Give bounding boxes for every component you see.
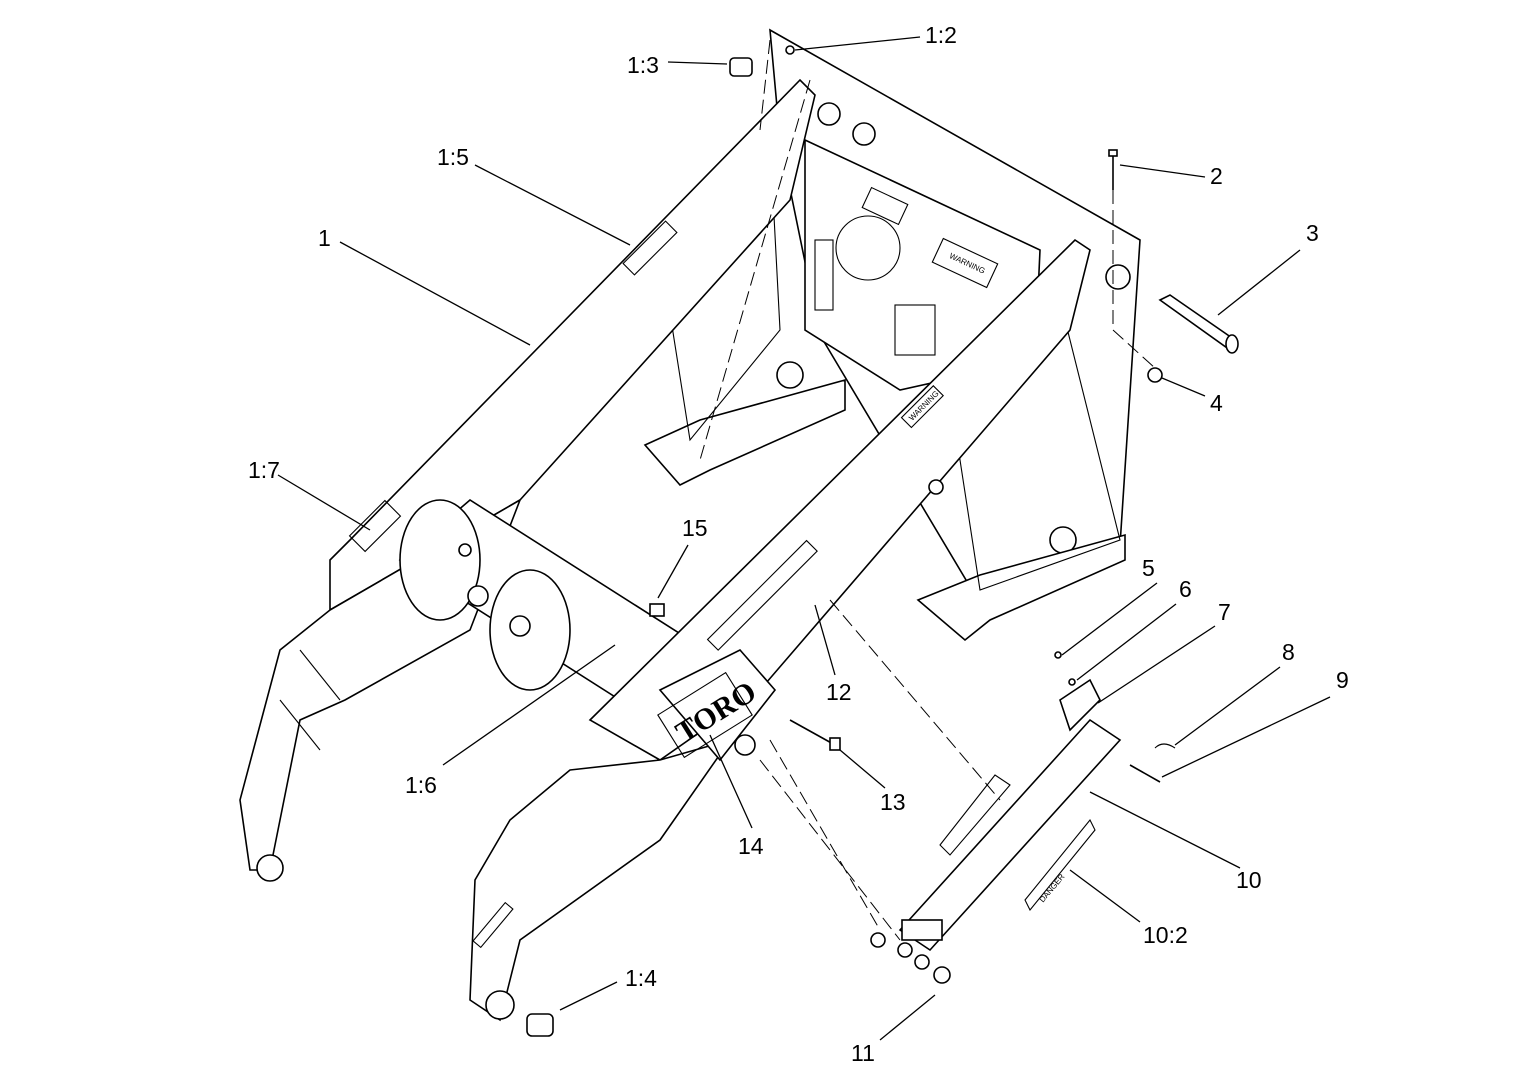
callout-1-3: 1:3 bbox=[627, 52, 659, 78]
small-parts bbox=[526, 45, 1239, 1037]
decal-1-5 bbox=[622, 220, 678, 276]
decal-1-7 bbox=[348, 499, 402, 553]
callout-5: 5 bbox=[1142, 555, 1155, 581]
attachment-lever: DANGER bbox=[898, 678, 1122, 952]
callout-14: 14 bbox=[738, 833, 764, 859]
callout-15: 15 bbox=[682, 515, 708, 541]
callout-2: 2 bbox=[1210, 163, 1223, 189]
callout-1: 1 bbox=[318, 225, 331, 251]
right-lift-arm: TORO WARNING bbox=[469, 238, 1091, 1022]
callout-4: 4 bbox=[1210, 390, 1223, 416]
callout-11: 11 bbox=[851, 1040, 875, 1066]
left-lift-arm bbox=[239, 78, 816, 882]
callout-9: 9 bbox=[1336, 667, 1349, 693]
callout-8: 8 bbox=[1282, 639, 1295, 665]
callout-12: 12 bbox=[826, 679, 852, 705]
callout-labels: 1:2 1:3 1:5 1 1:7 2 3 4 5 6 7 8 9 10 10:… bbox=[248, 22, 1349, 1066]
svg-text:DANGER: DANGER bbox=[1038, 872, 1067, 904]
callout-1-7: 1:7 bbox=[248, 457, 280, 483]
cross-tube bbox=[398, 499, 692, 701]
callout-6: 6 bbox=[1179, 576, 1192, 602]
callout-1-6: 1:6 bbox=[405, 772, 437, 798]
leader-lines bbox=[277, 36, 1331, 1041]
callout-3: 3 bbox=[1306, 220, 1319, 246]
callout-7: 7 bbox=[1218, 599, 1231, 625]
callout-10-2: 10:2 bbox=[1143, 922, 1188, 948]
callout-1-2: 1:2 bbox=[925, 22, 957, 48]
callout-10: 10 bbox=[1236, 867, 1262, 893]
callout-13: 13 bbox=[880, 789, 906, 815]
tower-frame: WARNING bbox=[643, 28, 1141, 642]
callout-1-5: 1:5 bbox=[437, 144, 469, 170]
callout-1-4: 1:4 bbox=[625, 965, 657, 991]
assembly-lines bbox=[699, 39, 1156, 941]
